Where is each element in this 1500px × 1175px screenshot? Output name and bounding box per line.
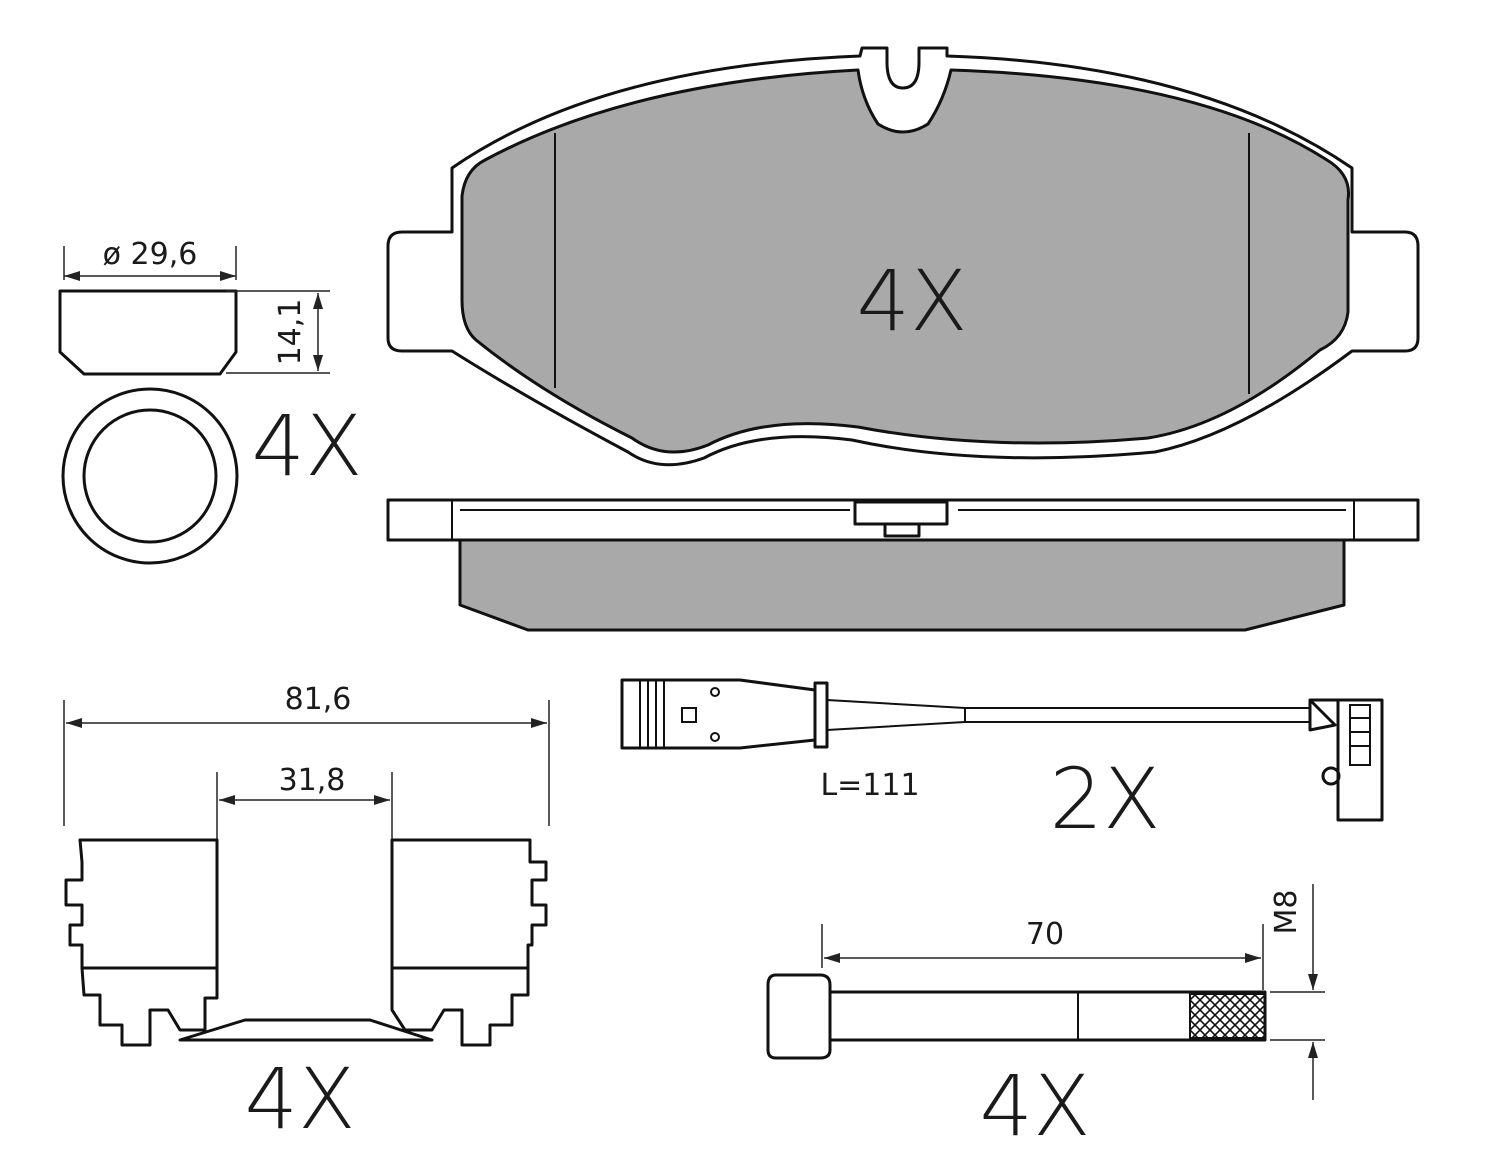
connector-latch bbox=[681, 707, 697, 723]
clip-left bbox=[64, 838, 219, 970]
connector-pin bbox=[710, 687, 720, 697]
clip-right-lower bbox=[390, 966, 530, 1047]
piston-height-label: 14,1 bbox=[273, 299, 308, 366]
bolt-quantity-label: 4X bbox=[980, 1057, 1091, 1155]
arrow-head bbox=[313, 355, 323, 371]
piston-ring-outer bbox=[61, 387, 239, 565]
clip-overall-width-label: 81,6 bbox=[285, 682, 352, 717]
brake-pad-side-view bbox=[386, 498, 1420, 632]
backing-plate-outline bbox=[386, 46, 1420, 467]
arrow-head bbox=[220, 271, 236, 281]
sensor-wire-top bbox=[826, 699, 1310, 709]
arrow-head bbox=[374, 795, 390, 805]
sensor-wire-bottom bbox=[826, 721, 1310, 731]
side-backing-plate bbox=[386, 498, 1420, 542]
probe-clip-ring bbox=[1321, 766, 1341, 786]
bolt-length-label: 70 bbox=[1026, 917, 1064, 952]
bolt-thread-label: M8 bbox=[1269, 890, 1304, 935]
clip-inner-width-label: 31,8 bbox=[279, 763, 346, 798]
bolt-head bbox=[766, 973, 832, 1060]
sensor-quantity-label: 2X bbox=[1050, 750, 1161, 848]
piston-side-profile bbox=[58, 289, 238, 376]
wear-sensor-detail: L=111 2X bbox=[620, 678, 1384, 848]
piston-diameter-label: ø 29,6 bbox=[103, 237, 198, 272]
bolt-detail: 70 M8 4X bbox=[766, 884, 1325, 1155]
connector-pin bbox=[710, 732, 720, 742]
bolt-thread-hatch bbox=[1189, 993, 1266, 1039]
arrow-head bbox=[313, 293, 323, 309]
piston-quantity-label: 4X bbox=[252, 397, 363, 495]
side-wear-tab-stem bbox=[883, 522, 921, 538]
clip-left-lower bbox=[80, 966, 219, 1047]
side-wear-tab bbox=[853, 500, 949, 526]
probe-grip bbox=[1349, 704, 1371, 766]
clip-right bbox=[390, 838, 548, 970]
side-friction-material bbox=[458, 538, 1346, 632]
sensor-probe-head bbox=[1308, 698, 1384, 822]
arrow-head bbox=[531, 718, 547, 728]
sensor-length-label: L=111 bbox=[820, 768, 919, 803]
arrow-head bbox=[1245, 953, 1261, 963]
clips-detail: 81,6 31,8 4X bbox=[63, 682, 550, 1148]
friction-material bbox=[460, 68, 1351, 454]
arrow-head bbox=[824, 953, 840, 963]
pad-quantity-label: 4X bbox=[857, 252, 968, 350]
arrow-head bbox=[1308, 974, 1318, 990]
arrow-head bbox=[64, 271, 80, 281]
arrow-head bbox=[1308, 1042, 1318, 1058]
clip-bridge bbox=[178, 1018, 434, 1042]
piston-ring-inner bbox=[82, 408, 218, 544]
brake-pad-front-view: 4X bbox=[386, 46, 1420, 467]
clips-quantity-label: 4X bbox=[245, 1050, 356, 1148]
arrow-head bbox=[66, 718, 82, 728]
arrow-head bbox=[219, 795, 235, 805]
piston-detail: ø 29,6 14,1 4X bbox=[58, 237, 363, 565]
connector-collar bbox=[813, 681, 829, 749]
